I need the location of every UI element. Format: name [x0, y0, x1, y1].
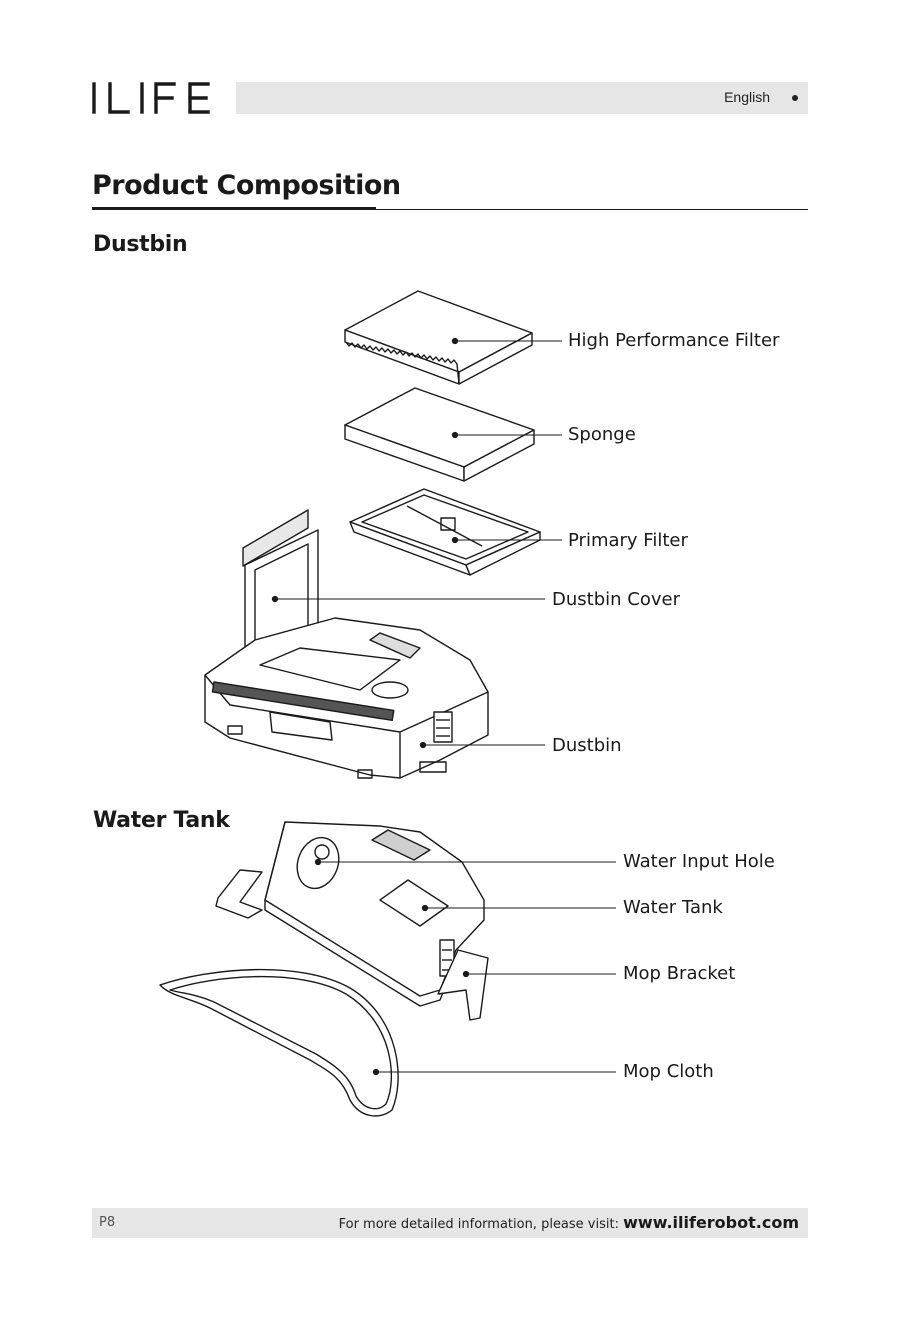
- footer-info-text: For more detailed information, please vi…: [339, 1217, 619, 1232]
- footer-info: For more detailed information, please vi…: [339, 1213, 799, 1232]
- callout-mop-cloth: Mop Cloth: [623, 1061, 714, 1082]
- callout-primary-filter: Primary Filter: [568, 530, 688, 551]
- high-performance-filter-illustration: [345, 291, 532, 384]
- callout-water-tank: Water Tank: [623, 897, 723, 918]
- page-number: P8: [99, 1215, 115, 1230]
- footer-bar: P8 For more detailed information, please…: [92, 1208, 808, 1238]
- callout-high-performance-filter: High Performance Filter: [568, 330, 779, 351]
- footer-url-link[interactable]: www.iliferobot.com: [623, 1213, 799, 1232]
- callout-dustbin-cover: Dustbin Cover: [552, 589, 680, 610]
- primary-filter-illustration: [350, 489, 540, 575]
- callout-dustbin: Dustbin: [552, 735, 622, 756]
- callout-mop-bracket: Mop Bracket: [623, 963, 735, 984]
- callout-water-input-hole: Water Input Hole: [623, 851, 775, 872]
- mop-cloth-illustration: [160, 970, 398, 1116]
- callout-sponge: Sponge: [568, 424, 636, 445]
